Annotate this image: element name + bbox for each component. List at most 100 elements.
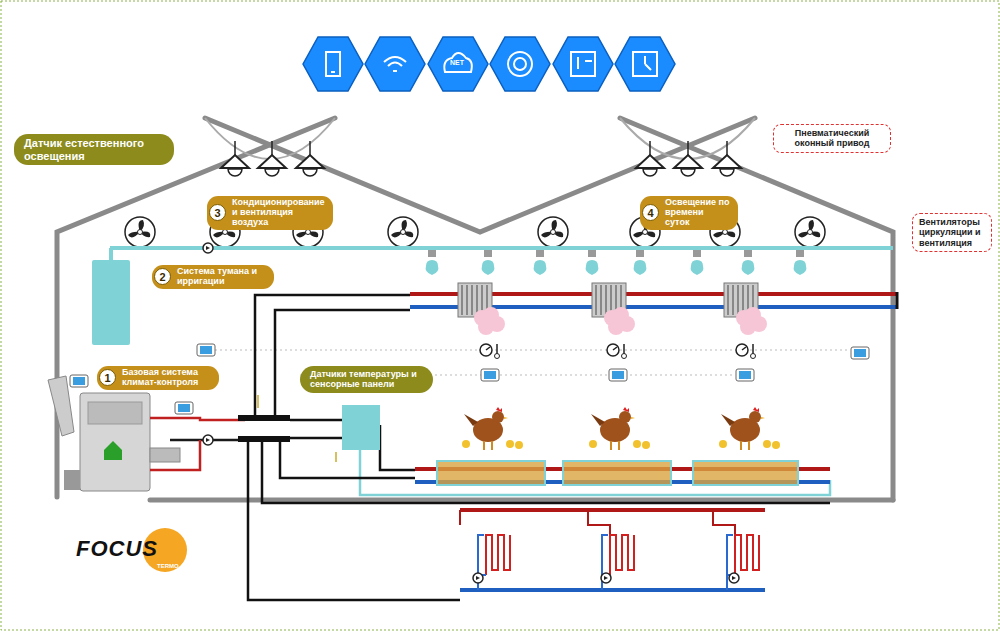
mist-drop <box>586 260 599 275</box>
greenhouse-frame-part <box>57 118 335 497</box>
heated-floor-part <box>437 461 545 485</box>
mist-drop <box>426 260 439 275</box>
lower-radiators-part <box>478 535 510 575</box>
icon-glyph <box>326 52 340 76</box>
lower-radiators <box>460 510 765 590</box>
node-text: Система тумана и ирригации <box>177 267 266 287</box>
greenhouse-frame-part <box>205 118 755 232</box>
sensors-part <box>736 344 756 359</box>
pipework-part <box>290 419 342 422</box>
pipework-part <box>262 442 830 503</box>
lower-radiators-part <box>729 573 739 583</box>
boiler-part <box>80 393 150 491</box>
lamp <box>636 141 664 176</box>
mist-drop <box>794 260 807 275</box>
roof-vents-part <box>205 118 335 159</box>
sensors-part <box>609 369 627 381</box>
icon-glyph <box>514 58 526 70</box>
mist-nozzle <box>536 250 544 257</box>
node-text: Датчики температуры и сенсорные панели <box>310 369 423 390</box>
mist-drop <box>634 260 647 275</box>
mist-nozzle <box>636 250 644 257</box>
node-text: Кондиционирование и вентиляция воздуха <box>232 198 325 228</box>
callout-pill: 4Освещение по времени суток <box>640 196 738 230</box>
note-box: Вентиляторы циркуляции и вентиляция <box>912 213 992 252</box>
callout-pill: 3 Кондиционирование и вентиляция воздуха <box>207 196 333 230</box>
mist-system-part <box>203 243 213 253</box>
callout-number: 3 <box>209 204 226 221</box>
lower-radiators-part <box>460 510 735 535</box>
icon-text: NET <box>450 59 464 66</box>
sensors-part <box>851 347 869 359</box>
pipework-part <box>275 310 410 415</box>
pipework-part <box>360 450 830 495</box>
boiler-part <box>104 441 122 460</box>
hexagon-icon <box>365 37 425 91</box>
pipework <box>150 295 830 600</box>
mist-drop <box>691 260 704 275</box>
label-pill: Датчики температуры и сенсорные панели <box>300 366 433 393</box>
pipework-part <box>290 437 342 440</box>
sensors-part <box>175 402 193 414</box>
lamp <box>674 141 702 176</box>
callout-number: 1 <box>99 369 116 386</box>
heating-upper-part <box>604 307 635 335</box>
lamp <box>296 141 324 176</box>
sensors-part <box>736 369 754 381</box>
pipework-part <box>380 425 415 470</box>
node-text: Вентиляторы циркуляции и вентиляция <box>919 217 981 248</box>
fan <box>388 217 418 247</box>
callout-pill: 1Базовая система климат-контроля <box>97 366 219 390</box>
icon-glyph <box>633 52 657 76</box>
mist-nozzle <box>588 250 596 257</box>
mist-nozzle <box>796 250 804 257</box>
roof-vents <box>205 118 755 159</box>
heating-upper-part <box>736 307 767 335</box>
boiler-part <box>64 470 80 490</box>
callout-number: 2 <box>154 268 171 285</box>
heated-floor-part <box>693 461 798 485</box>
fan <box>538 217 568 247</box>
callout-pill: 2 Система тумана и ирригации <box>152 265 274 289</box>
note-box: Пневматический оконный привод <box>773 124 891 153</box>
hexagon-icon <box>303 37 363 91</box>
boiler-part <box>48 376 74 436</box>
sensors-part <box>197 344 215 356</box>
label-pill: Датчик естественного освещения <box>14 134 174 165</box>
fan <box>795 217 825 247</box>
mist-nozzle <box>693 250 701 257</box>
heated-floor <box>415 407 830 485</box>
hexagon-icon <box>428 37 488 91</box>
sensors <box>70 344 869 414</box>
lamp <box>221 141 249 176</box>
mist-nozzle <box>428 250 436 257</box>
icon-glyph <box>384 57 406 71</box>
mist-drop <box>534 260 547 275</box>
node-text: Пневматический оконный привод <box>795 128 870 148</box>
heated-floor-part <box>719 407 780 450</box>
heated-floor-part <box>462 407 523 450</box>
mist-nozzle <box>484 250 492 257</box>
hexagon-icon <box>615 37 675 91</box>
boiler <box>48 376 180 491</box>
lamp <box>258 141 286 176</box>
logo-subtext: TERMO <box>157 563 179 569</box>
hexagon-icon <box>553 37 613 91</box>
lower-radiators-part <box>727 535 759 575</box>
misters <box>426 250 807 275</box>
lower-radiators-part <box>601 573 611 583</box>
heated-floor-part <box>563 461 671 485</box>
fan <box>125 217 155 247</box>
pipework-part <box>342 405 380 450</box>
pipework-part <box>150 418 245 420</box>
pipework-part <box>238 415 290 421</box>
pipework-part <box>150 440 200 470</box>
sensors-part <box>607 344 627 359</box>
node-text: Датчик естественного освещения <box>24 137 164 162</box>
pipework-part <box>248 442 460 600</box>
lower-radiators-part <box>473 573 483 583</box>
icon-glyph <box>508 52 532 76</box>
heating-upper-part <box>896 292 899 309</box>
lamps <box>221 141 741 176</box>
logo-text: FOCUS <box>76 536 158 562</box>
